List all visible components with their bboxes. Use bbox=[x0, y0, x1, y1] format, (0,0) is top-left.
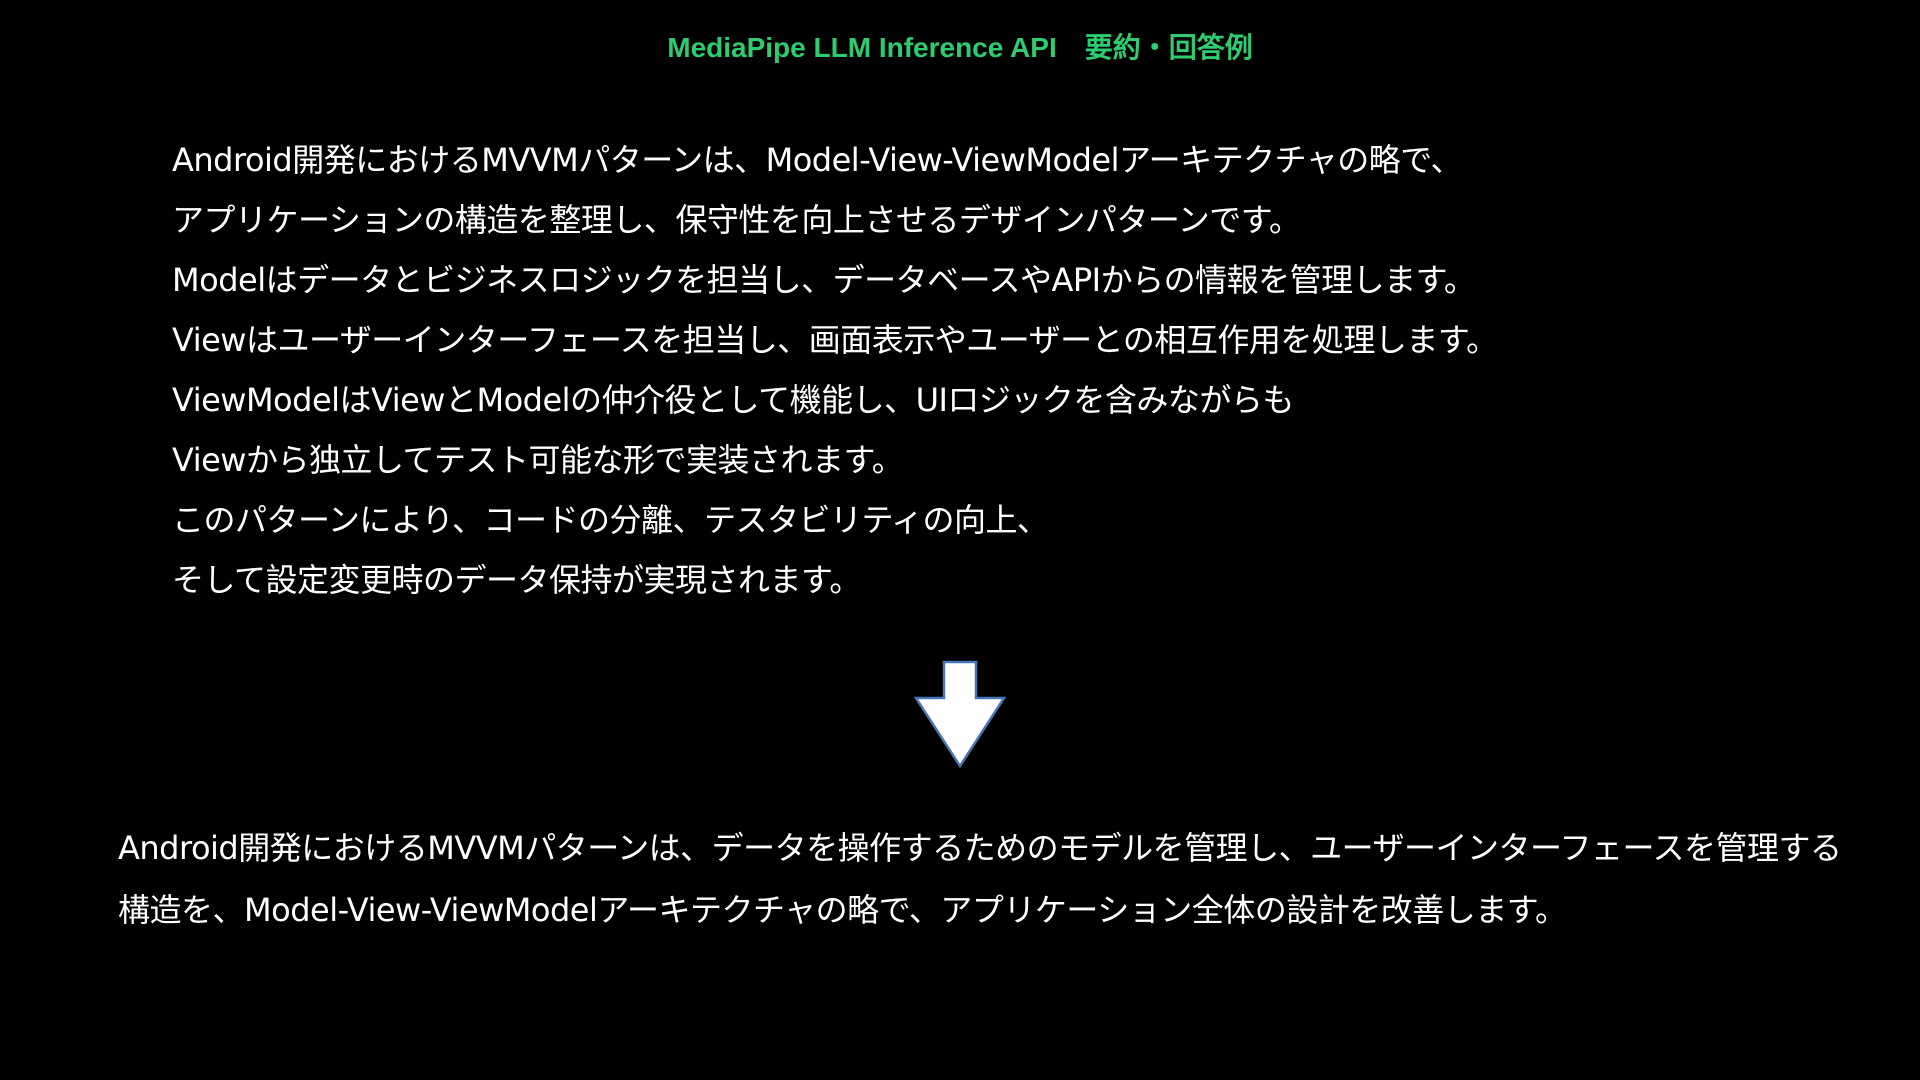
down-arrow-icon bbox=[913, 660, 1007, 769]
source-line: Viewから独立してテスト可能な形で実装されます。 bbox=[172, 441, 904, 479]
summary-text: Android開発におけるMVVMパターンは、データを操作するためのモデルを管理… bbox=[118, 829, 1842, 929]
page-title: MediaPipe LLM Inference API 要約・回答例 bbox=[667, 32, 1253, 63]
source-line: アプリケーションの構造を整理し、保守性を向上させるデザインパターンです。 bbox=[172, 201, 1301, 239]
source-line: そして設定変更時のデータ保持が実現されます。 bbox=[172, 561, 861, 599]
source-line: Modelはデータとビジネスロジックを担当し、データベースやAPIからの情報を管… bbox=[172, 261, 1476, 299]
source-line: このパターンにより、コードの分離、テスタビリティの向上、 bbox=[172, 501, 1049, 539]
source-line: Viewはユーザーインターフェースを担当し、画面表示やユーザーとの相互作用を処理… bbox=[172, 321, 1498, 359]
source-text-block: Android開発におけるMVVMパターンは、Model-View-ViewMo… bbox=[172, 130, 1822, 610]
source-line: ViewModelはViewとModelの仲介役として機能し、UIロジックを含み… bbox=[172, 381, 1294, 419]
source-line: Android開発におけるMVVMパターンは、Model-View-ViewMo… bbox=[172, 141, 1462, 179]
